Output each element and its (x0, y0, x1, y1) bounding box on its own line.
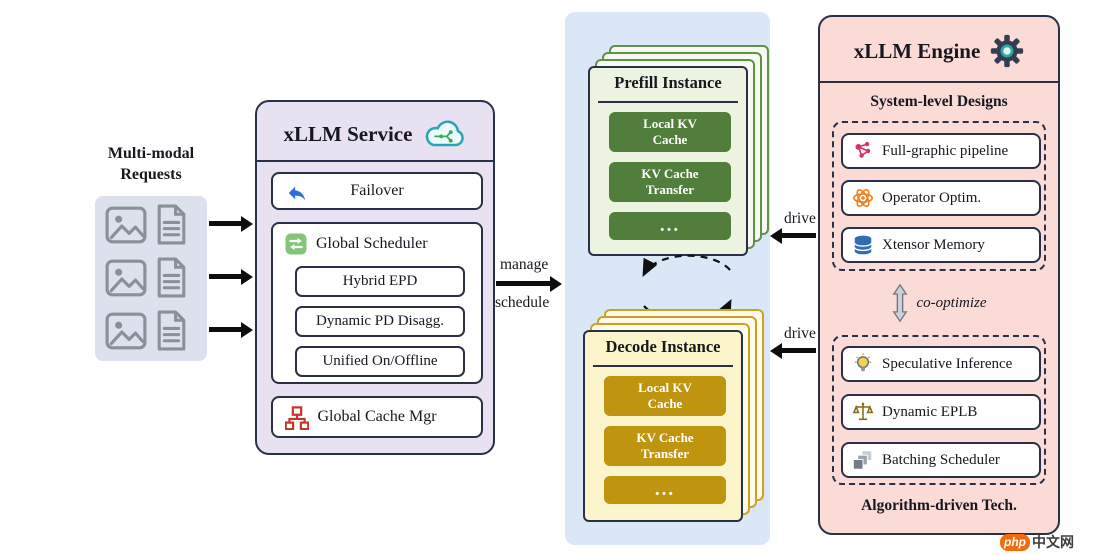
watermark: php 中文网 (1000, 532, 1074, 552)
drive-top-arrow (782, 233, 816, 238)
request-row (105, 310, 188, 351)
watermark-cn: 中文网 (1032, 534, 1074, 550)
engine-title-row: xLLM Engine (820, 31, 1058, 71)
requests-label-line1: Multi-modal (107, 145, 195, 162)
pipeline-icon (852, 140, 874, 162)
global-scheduler-group: Global Scheduler Hybrid EPD Dynamic PD D… (271, 222, 483, 384)
failover-label: Failover (350, 182, 404, 199)
scheduler-icon (285, 233, 307, 255)
prefill-kv-cache-transfer: KV Cache Transfer (609, 162, 731, 202)
batching-icon (852, 449, 874, 471)
memory-icon (852, 234, 874, 256)
decode-divider (593, 365, 733, 367)
drive-bottom-arrow (782, 348, 816, 353)
requests-box (95, 196, 207, 361)
decode-title: Decode Instance (605, 337, 721, 356)
engine-panel: xLLM Engine (818, 15, 1060, 535)
algo-item-batching: Batching Scheduler (841, 442, 1041, 478)
drive-bottom-label: drive (784, 325, 816, 342)
document-icon (155, 204, 188, 245)
system-item-pipeline: Full-graphic pipeline (841, 133, 1041, 169)
algorithm-tech-group: Speculative Inference Dynamic EPLB Batch… (832, 335, 1046, 485)
system-item-memory: Xtensor Memory (841, 227, 1041, 263)
operator-icon (852, 187, 874, 209)
service-panel: xLLM Service Failover Global Scheduler H… (255, 100, 495, 455)
system-item-operator: Operator Optim. (841, 180, 1041, 216)
manage-label: manage (500, 256, 549, 273)
request-row (105, 204, 188, 245)
decode-local-kv-cache: Local KV Cache (604, 376, 726, 416)
prefill-divider (598, 101, 738, 103)
eplb-icon (852, 401, 874, 423)
prefill-local-kv-cache: Local KV Cache (609, 112, 731, 152)
image-icon (105, 312, 147, 350)
global-cache-mgr-item: Global Cache Mgr (271, 396, 483, 438)
algo-item-eplb: Dynamic EPLB (841, 394, 1041, 430)
scheduler-item-dynamic-pd: Dynamic PD Disagg. (295, 306, 465, 337)
prefill-title: Prefill Instance (614, 73, 722, 92)
co-optimize-icon (892, 282, 908, 324)
failover-icon (285, 182, 309, 204)
service-title-row: xLLM Service (257, 114, 493, 154)
algo-item-label: Dynamic EPLB (882, 403, 978, 420)
schedule-label: schedule (495, 294, 550, 311)
system-item-label: Xtensor Memory (882, 236, 985, 253)
global-scheduler-label: Global Scheduler (316, 235, 428, 252)
cache-mgr-icon (285, 406, 309, 430)
scheduler-item-unified-on-offline: Unified On/Offline (295, 346, 465, 377)
decode-ellipsis: ... (604, 476, 726, 504)
scheduler-item-hybrid-epd: Hybrid EPD (295, 266, 465, 297)
algo-item-speculative: Speculative Inference (841, 346, 1041, 382)
prefill-ellipsis: ... (609, 212, 731, 240)
algo-item-label: Batching Scheduler (882, 451, 1000, 468)
gear-icon (990, 34, 1024, 68)
requests-label-line2: Requests (120, 166, 182, 183)
service-title: xLLM Service (283, 121, 413, 146)
request-row (105, 257, 188, 298)
requests-label: Multi-modal Requests (84, 143, 218, 185)
document-icon (155, 310, 188, 351)
decode-kv-cache-transfer: KV Cache Transfer (604, 426, 726, 466)
request-arrow (209, 274, 241, 279)
image-icon (105, 206, 147, 244)
prefill-instance-card: Prefill Instance Local KV Cache KV Cache… (588, 66, 748, 256)
algorithm-driven-footer: Algorithm-driven Tech. (861, 497, 1017, 514)
engine-title: xLLM Engine (853, 38, 981, 63)
watermark-php: php (1000, 533, 1030, 551)
global-scheduler-header: Global Scheduler (285, 233, 428, 255)
global-cache-mgr-label: Global Cache Mgr (317, 408, 437, 425)
co-optimize-label: co-optimize (916, 294, 987, 311)
engine-divider (820, 81, 1058, 83)
request-arrow (209, 221, 241, 226)
manage-schedule-arrow (496, 281, 550, 286)
failover-item: Failover (271, 172, 483, 210)
drive-top-label: drive (784, 210, 816, 227)
image-icon (105, 259, 147, 297)
cloud-icon (422, 119, 466, 150)
co-optimize-row: co-optimize (820, 279, 1058, 327)
system-designs-group: Full-graphic pipeline Operator Optim. Xt… (832, 121, 1046, 271)
decode-instance-card: Decode Instance Local KV Cache KV Cache … (583, 330, 743, 522)
system-item-label: Full-graphic pipeline (882, 142, 1009, 159)
algo-item-label: Speculative Inference (882, 355, 1013, 372)
speculative-icon (852, 353, 874, 375)
document-icon (155, 257, 188, 298)
request-arrow (209, 327, 241, 332)
system-item-label: Operator Optim. (882, 189, 982, 206)
system-level-header: System-level Designs (870, 93, 1008, 110)
service-divider (257, 160, 493, 162)
